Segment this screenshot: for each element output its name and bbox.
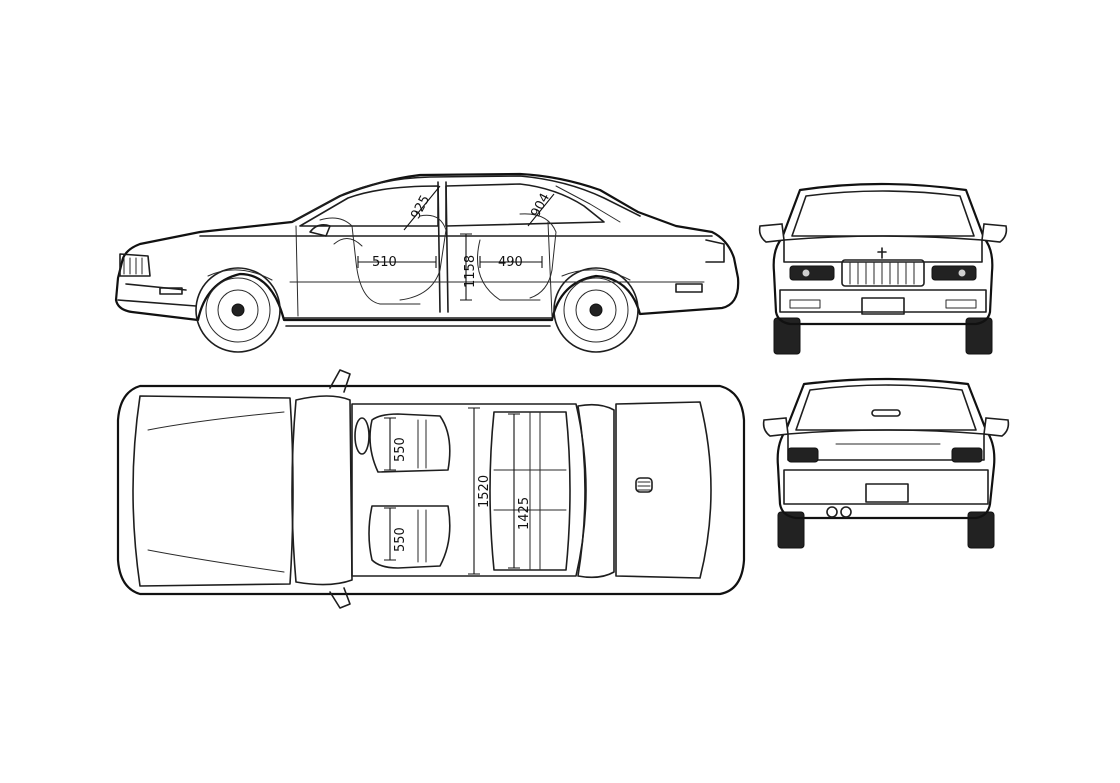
side-rear-wheel <box>553 267 639 353</box>
front-grille-bars <box>849 261 915 285</box>
front-headroom-label: 925 <box>408 193 433 222</box>
front-shoulder-label: 1520 <box>477 475 492 508</box>
top-body-outline <box>116 384 746 596</box>
top-windshield <box>291 395 353 586</box>
interior-height-line <box>460 233 472 301</box>
front-hood-ornament <box>877 247 887 259</box>
rear-left-mirror <box>762 417 789 437</box>
front-bumper <box>779 289 987 313</box>
front-shoulder-line <box>468 407 480 575</box>
side-rear-window <box>445 183 605 227</box>
side-c-pillar <box>555 185 621 223</box>
top-view: 550 550 1520 1425 <box>116 369 746 609</box>
front-seat-width-label: 550 <box>393 437 408 462</box>
interior-height-label: 1158 <box>463 255 478 288</box>
front-right-headlamp <box>931 265 977 281</box>
front-grille <box>841 259 925 287</box>
rear-right-mirror <box>983 417 1010 437</box>
front-right-tire <box>965 317 993 355</box>
front-body-outline <box>772 182 994 326</box>
rear-exhaust-right <box>840 506 852 518</box>
rear-bumper <box>783 469 989 505</box>
front-view <box>758 182 1008 355</box>
rear-left-taillamp <box>787 447 819 463</box>
front-left-headlamp <box>789 265 835 281</box>
side-view: 925 904 510 1158 490 <box>114 172 740 353</box>
top-seats <box>368 411 571 571</box>
rear-seat-width-line <box>384 507 396 561</box>
front-left-tire <box>773 317 801 355</box>
side-body-outline <box>114 172 740 322</box>
top-trunk-badge-lines <box>637 481 651 491</box>
front-legroom-line <box>357 256 437 268</box>
rear-headroom-line <box>527 193 555 227</box>
rear-body-outline <box>776 377 996 520</box>
front-windshield <box>791 190 975 237</box>
front-license-plate <box>861 297 905 315</box>
rear-license-plate <box>865 483 909 503</box>
side-b-pillar <box>437 181 449 313</box>
top-hood-creases <box>147 411 285 573</box>
front-hood <box>783 235 983 263</box>
top-left-mirror <box>329 369 351 393</box>
top-right-mirror <box>329 587 351 609</box>
rear-legroom-line <box>479 256 543 268</box>
top-hood <box>132 395 294 587</box>
side-door-line <box>289 221 705 317</box>
rear-shoulder-label: 1425 <box>517 497 532 530</box>
front-seat-width-line <box>384 417 396 471</box>
rear-brake-light <box>871 409 901 417</box>
rear-exhaust-left <box>826 506 838 518</box>
rear-legroom-label: 490 <box>498 255 523 270</box>
top-cabin <box>351 403 587 577</box>
rear-shoulder-line <box>508 413 520 569</box>
rear-window <box>795 384 977 431</box>
side-grille-hatch <box>123 257 143 275</box>
front-right-mirror <box>981 223 1008 243</box>
front-left-lamp-lens <box>801 268 811 278</box>
top-trunk-badge <box>635 477 653 493</box>
front-legroom-label: 510 <box>372 255 397 270</box>
side-front-lamp <box>117 253 197 307</box>
rear-right-tire <box>967 511 995 549</box>
rear-left-tire <box>777 511 805 549</box>
rear-right-taillamp <box>951 447 983 463</box>
rear-view <box>762 377 1010 549</box>
rear-trunk-lid <box>787 429 985 461</box>
front-right-lamp-lens <box>957 268 967 278</box>
front-fog-lamps <box>789 299 977 309</box>
top-rear-window <box>577 403 615 579</box>
side-roofline <box>291 175 641 223</box>
side-rear-lamp <box>675 239 725 293</box>
top-steering-wheel <box>354 417 370 455</box>
front-headroom-line <box>403 185 441 231</box>
front-left-mirror <box>758 223 785 243</box>
side-front-wheel <box>195 267 281 353</box>
rear-headroom-label: 904 <box>528 191 553 220</box>
side-front-marker <box>159 287 183 295</box>
top-trunk <box>615 401 712 579</box>
side-rocker <box>283 317 553 327</box>
rear-seat-width-label: 550 <box>393 527 408 552</box>
side-mirror <box>309 224 331 237</box>
side-interior-seats <box>319 213 557 305</box>
